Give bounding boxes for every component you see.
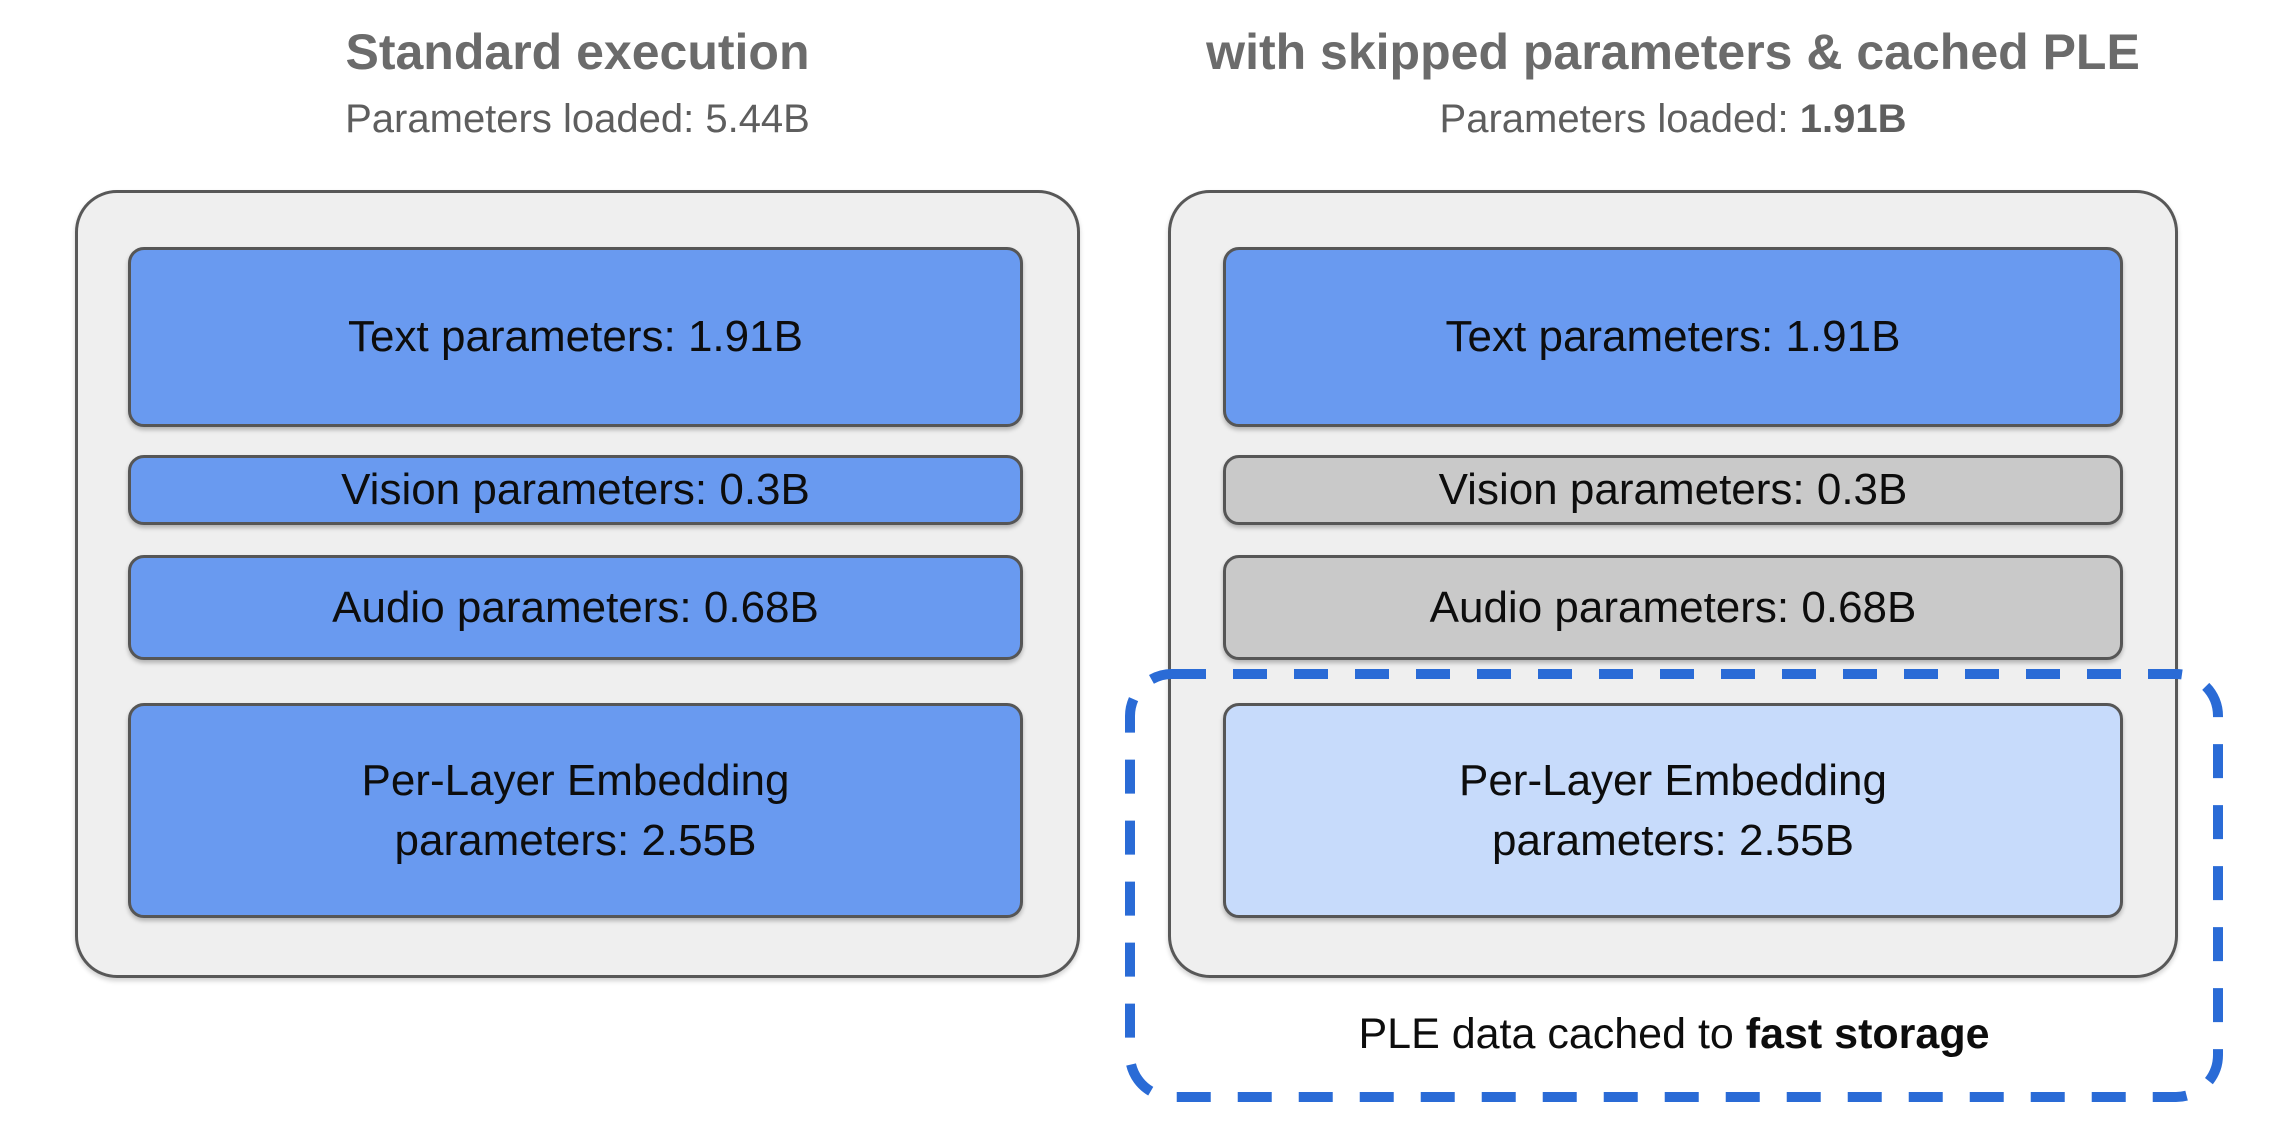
left-vision-parameters-box: Vision parameters: 0.3B xyxy=(128,455,1023,525)
ple-cache-caption: PLE data cached to fast storage xyxy=(1135,998,2213,1070)
right-panel-title: with skipped parameters & cached PLE xyxy=(1206,24,2140,80)
left-ple-parameters-box: Per-Layer Embedding parameters: 2.55B xyxy=(128,703,1023,918)
left-panel-title: Standard execution xyxy=(345,24,810,80)
right-ple-parameters-box: Per-Layer Embedding parameters: 2.55B xyxy=(1223,703,2123,918)
right-panel-subtitle: Parameters loaded: 1.91B xyxy=(1168,94,2178,144)
caption-prefix: PLE data cached to xyxy=(1358,1009,1746,1058)
right-subtitle-value: 1.91B xyxy=(1799,97,1907,141)
caption-bold-text: fast storage xyxy=(1745,1009,1990,1058)
left-text-parameters-box: Text parameters: 1.91B xyxy=(128,247,1023,427)
right-vision-parameters-box: Vision parameters: 0.3B xyxy=(1223,455,2123,525)
left-subtitle-value: 5.44B xyxy=(705,97,810,141)
right-text-parameters-box: Text parameters: 1.91B xyxy=(1223,247,2123,427)
right-subtitle-prefix: Parameters loaded: xyxy=(1439,97,1800,141)
left-subtitle-prefix: Parameters loaded: xyxy=(345,97,706,141)
left-audio-parameters-box: Audio parameters: 0.68B xyxy=(128,555,1023,660)
skipped-cached-container: Text parameters: 1.91B Vision parameters… xyxy=(1168,190,2178,978)
standard-execution-container: Text parameters: 1.91B Vision parameters… xyxy=(75,190,1080,978)
left-panel-subtitle: Parameters loaded: 5.44B xyxy=(75,94,1080,144)
right-audio-parameters-box: Audio parameters: 0.68B xyxy=(1223,555,2123,660)
